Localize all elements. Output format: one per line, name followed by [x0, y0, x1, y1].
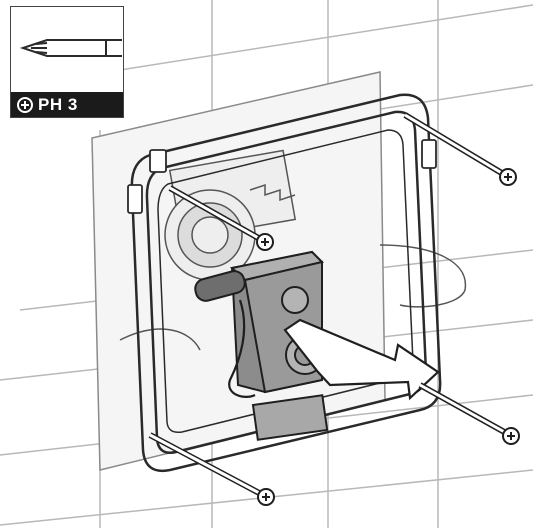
- flush-mechanism: [119, 149, 467, 351]
- electrical-box: [229, 250, 329, 441]
- frame-clips: [127, 139, 437, 214]
- tool-size-label: PH 3: [11, 92, 123, 117]
- tool-size-text: PH 3: [38, 94, 78, 114]
- screw-top-left: [168, 185, 274, 251]
- screw-bottom-left: [148, 432, 275, 506]
- screw-top-right: [403, 112, 517, 186]
- tool-callout: PH 3: [10, 6, 124, 118]
- cable-plug: [194, 270, 256, 398]
- screw-bottom-right: [418, 382, 520, 445]
- phillips-plus-icon: [17, 96, 33, 113]
- phillips-screwdriver-icon: [19, 39, 122, 57]
